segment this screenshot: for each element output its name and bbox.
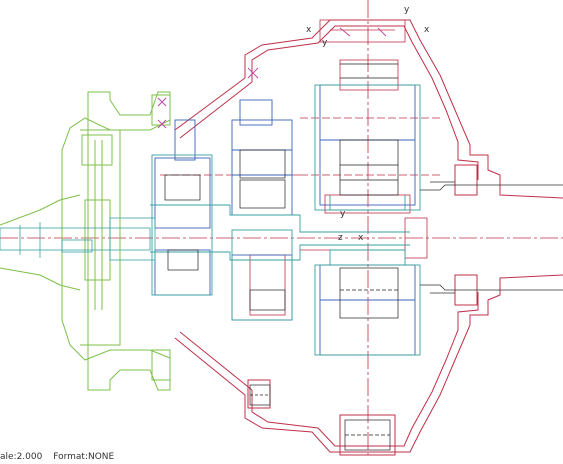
red-markers [157, 27, 387, 129]
x-axis-label-right: x [424, 25, 430, 35]
format-readout: Format:NONE [53, 452, 115, 462]
status-bar: ale:2.000 Format:NONE [0, 452, 122, 464]
y-axis-label-left: y [322, 38, 328, 48]
input-housing-green [0, 91, 171, 391]
axis-labels: x x y y z x y [306, 5, 430, 243]
y-axis-label-center: y [340, 209, 346, 219]
output-shaft [420, 181, 563, 294]
outer-housing-red [174, 19, 563, 456]
z-axis-label: z [338, 233, 343, 243]
input-shaft [0, 217, 156, 261]
section-details-black [164, 63, 399, 451]
scale-readout: ale:2.000 [0, 452, 43, 462]
y-axis-label-top: y [404, 5, 410, 15]
housing-teal [150, 84, 421, 356]
x-axis-label-center: x [358, 233, 364, 243]
x-axis-label-left: x [306, 25, 312, 35]
inner-red-details [249, 19, 428, 316]
